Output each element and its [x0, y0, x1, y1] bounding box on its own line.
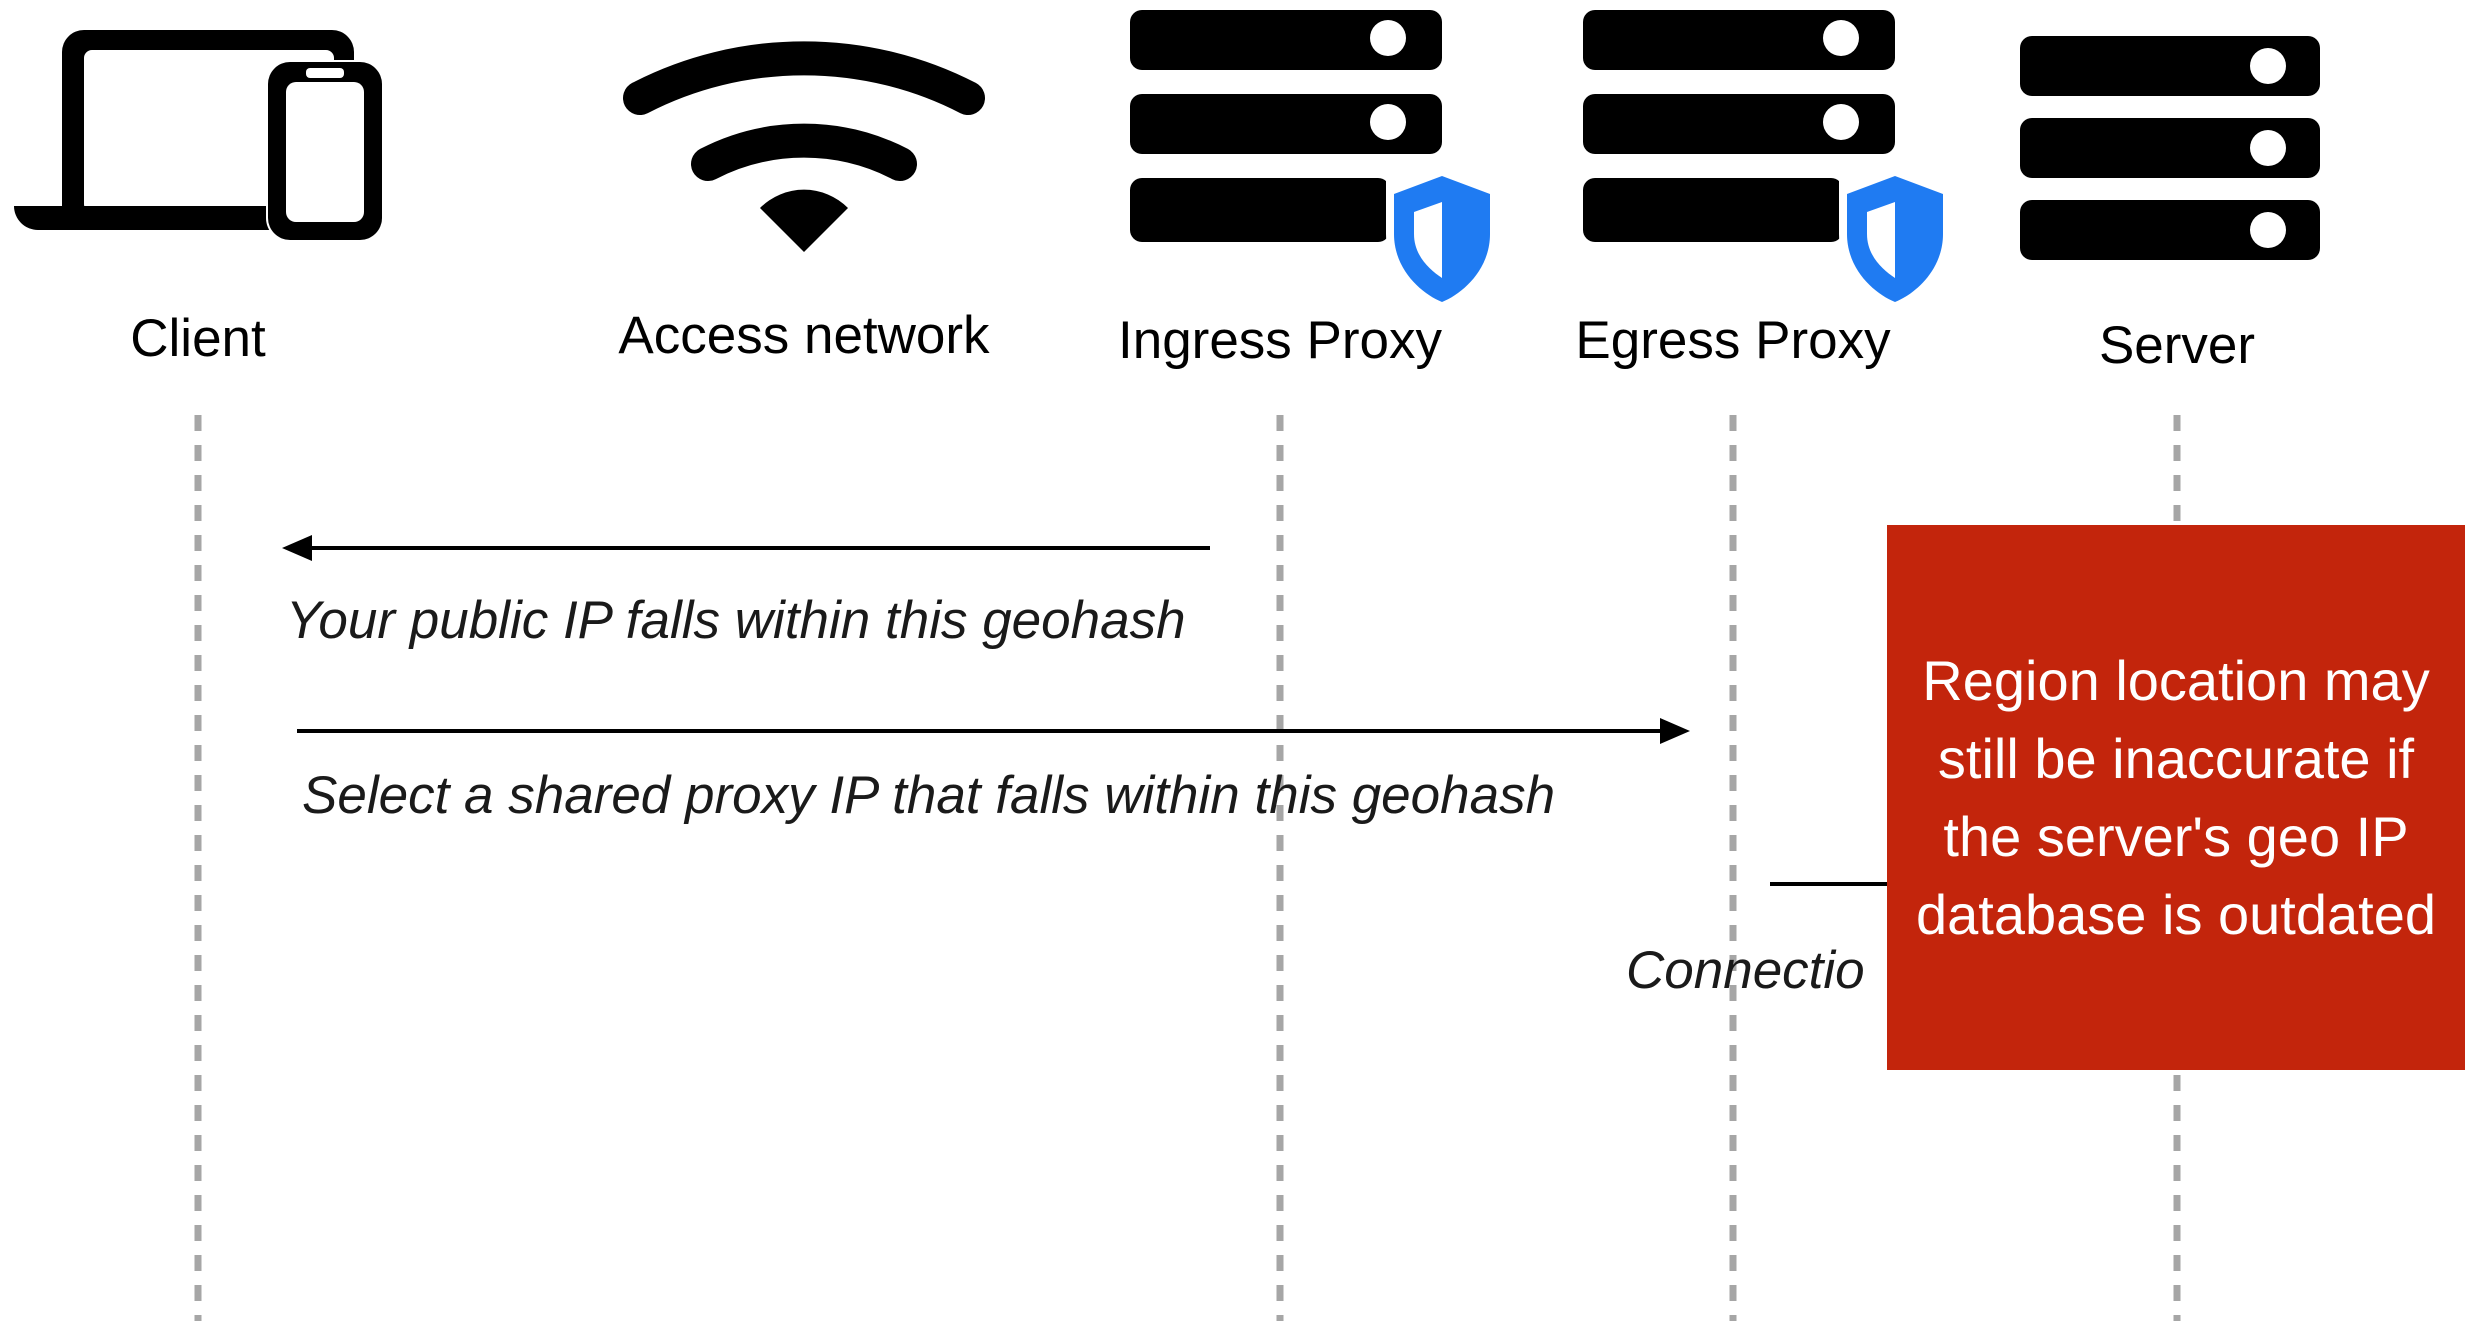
message-label-1: Your public IP falls within this geohash	[286, 591, 1186, 650]
actor-label-egress-proxy: Egress Proxy	[1575, 311, 1891, 370]
actor-label-server: Server	[2098, 316, 2256, 375]
server-with-shield-icon	[1583, 10, 1951, 312]
server-rack-icon	[2020, 36, 2320, 260]
actor-label-client: Client	[130, 309, 266, 368]
message-label-3: Connectio	[1626, 941, 1865, 1000]
callout-box: Region location may still be inaccurate …	[1887, 525, 2465, 1070]
message-arrow-2	[297, 718, 1690, 744]
server-with-shield-icon	[1130, 10, 1498, 312]
message-label-2: Select a shared proxy IP that falls with…	[302, 766, 1556, 825]
actor-label-access-network: Access network	[618, 306, 990, 365]
laptop-and-phone-icon	[14, 30, 384, 242]
message-arrow-1	[282, 535, 1210, 561]
callout-text: Region location may still be inaccurate …	[1916, 648, 2436, 946]
wifi-icon	[623, 41, 985, 252]
actor-label-ingress-proxy: Ingress Proxy	[1117, 311, 1443, 370]
